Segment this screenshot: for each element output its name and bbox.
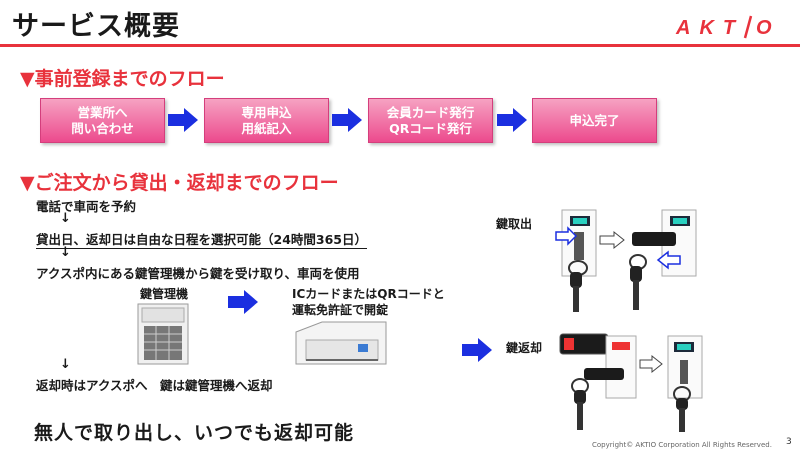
card-reader-illustration [292, 320, 388, 370]
flow-step-application-form: 専用申込 用紙記入 [204, 98, 329, 143]
flow-arrow-icon [228, 290, 258, 314]
flow-line-return: 返却時はアクスポへ 鍵は鍵管理機へ返却 [36, 378, 273, 393]
title-rule [0, 44, 800, 47]
section-heading-order-flow: ▼ご注文から貸出・返却までのフロー [20, 172, 339, 194]
page-title: サービス概要 [12, 11, 180, 42]
page-number: 3 [786, 437, 792, 447]
key-return-label: 鍵返却 [506, 341, 543, 355]
key-out-label: 鍵取出 [496, 217, 533, 231]
down-arrow: ↓ [60, 357, 71, 372]
key-return-illustration [556, 330, 706, 440]
aktio-logo-icon: AKT O [675, 15, 782, 39]
flow-line-reserve: 電話で車両を予約 [36, 199, 137, 214]
svg-text:AKT: AKT [675, 17, 744, 39]
flow-arrow-icon [168, 108, 198, 132]
return-arrow-icon [462, 338, 492, 362]
flow-step-issue-card: 会員カード発行 QRコード発行 [368, 98, 493, 143]
copyright-text: Copyright© AKTIO Corporation All Rights … [592, 441, 772, 449]
flow-arrow-icon [497, 108, 527, 132]
aktio-logo: AKT O [675, 14, 788, 45]
key-machine-label: 鍵管理機 [140, 287, 189, 301]
summary-text: 無人で取り出し、いつでも返却可能 [34, 422, 355, 444]
down-arrow: ↓ [60, 245, 71, 260]
section-heading-preregistration: ▼事前登録までのフロー [20, 68, 225, 90]
flow-line-schedule: 貸出日、返却日は自由な日程を選択可能（24時間365日） [36, 232, 367, 249]
svg-text:O: O [756, 17, 782, 39]
flow-line-receive-key: アクスポ内にある鍵管理機から鍵を受け取り、車両を使用 [36, 266, 360, 281]
key-out-illustration [540, 209, 700, 322]
down-arrow: ↓ [60, 211, 71, 226]
card-unlock-label: ICカードまたはQRコードと 運転免許証で開錠 [292, 287, 445, 317]
flow-step-complete: 申込完了 [532, 98, 657, 143]
key-machine-illustration [136, 303, 190, 370]
flow-step-contact-office: 営業所へ 問い合わせ [40, 98, 165, 143]
flow-arrow-icon [332, 108, 362, 132]
